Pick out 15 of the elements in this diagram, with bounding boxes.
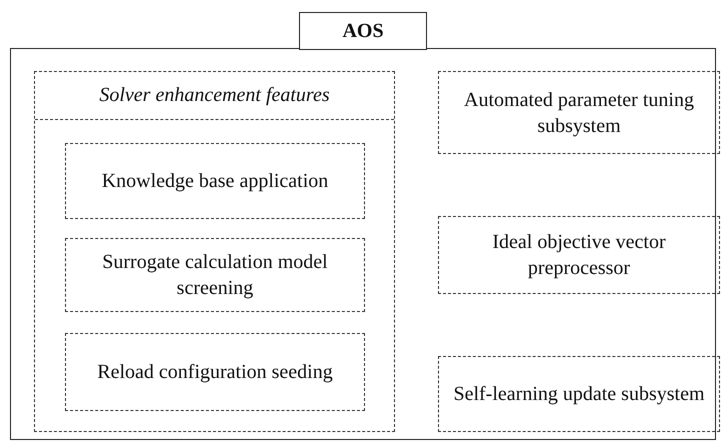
component-box bbox=[438, 71, 720, 154]
component-label: Reload configuration seeding bbox=[97, 360, 333, 385]
component-box bbox=[65, 143, 365, 219]
component-label: Knowledge base application bbox=[102, 169, 328, 194]
system-heading: AOS bbox=[299, 12, 427, 50]
component-box bbox=[65, 333, 365, 411]
component-box bbox=[438, 356, 720, 432]
component-box bbox=[438, 216, 720, 294]
component-label: Automated parameter tuning subsystem bbox=[463, 88, 695, 138]
group-box bbox=[34, 71, 395, 432]
component-label: Ideal objective vector preprocessor bbox=[491, 230, 667, 281]
component-label: Surrogate calculation model screening bbox=[101, 250, 329, 301]
component-box bbox=[65, 238, 365, 312]
component-label: Self-learning update subsystem bbox=[453, 382, 705, 407]
group-heading: Solver enhancement features bbox=[35, 72, 394, 120]
